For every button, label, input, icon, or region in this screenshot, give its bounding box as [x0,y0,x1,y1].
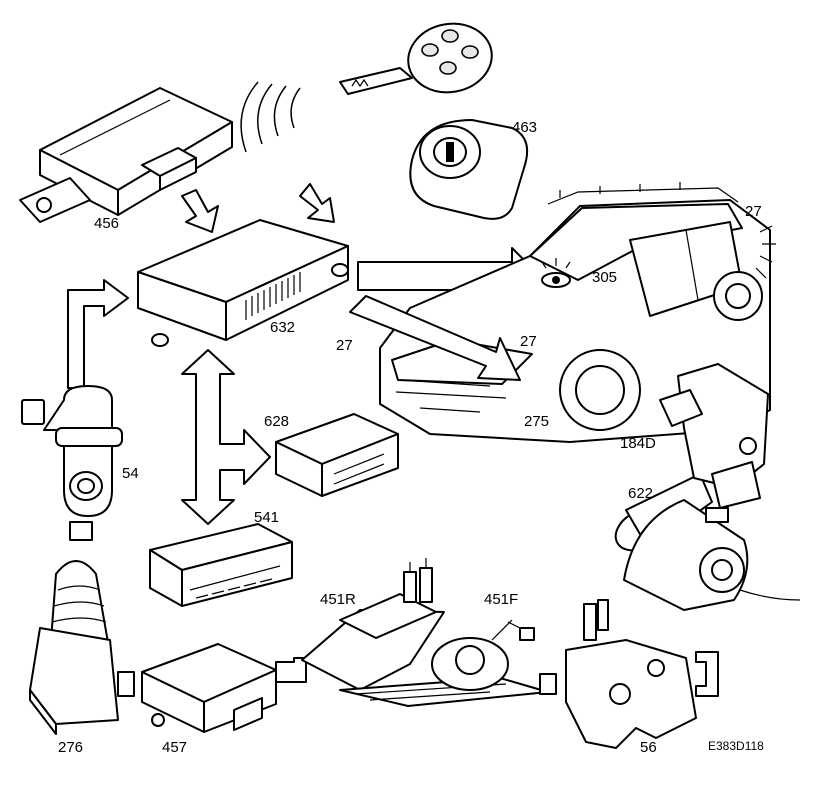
radio-waves [240,81,301,153]
label-451r: 451R [320,591,356,608]
receiver-module-456 [19,87,233,223]
double-arrow-632-541-628 [181,349,271,525]
label-54: 54 [122,465,139,482]
label-184d: 184D [620,435,656,452]
label-622: 622 [628,485,654,502]
drawing-code: E383D118 [708,739,764,753]
key-fob [339,22,493,95]
label-27-rear: 27 [745,203,762,220]
gear-lever-276 [29,560,119,735]
lock-56 [565,599,697,749]
sensor-451r [301,558,549,707]
display-unit-541 [149,523,293,607]
label-457: 457 [162,739,188,756]
label-27-front: 27 [336,337,353,354]
module-628 [275,413,399,497]
arrow-54-to-632 [67,279,129,389]
connector-276-457 [117,671,135,697]
label-56: 56 [640,739,657,756]
label-305: 305 [592,269,618,286]
arrow-to-hood-sensor [349,295,521,381]
connector-457-451r [275,657,307,683]
label-451f: 451F [484,591,519,608]
label-541: 541 [254,509,280,526]
label-456: 456 [94,215,120,232]
label-632: 632 [270,319,296,336]
module-457 [141,643,277,733]
switch-54 [21,385,123,517]
connector-56-622 [695,651,719,697]
ignition-lock-463 [409,119,528,220]
label-27-hood: 27 [520,333,537,350]
arrow-456-to-632 [181,189,219,233]
connector-451f-56 [539,673,557,695]
label-275: 275 [524,413,550,430]
car-illustration [379,182,776,443]
label-463: 463 [512,119,538,136]
hood-switch-184d [659,363,769,509]
control-module-632 [137,219,349,347]
actuator-622 [614,473,801,611]
label-628: 628 [264,413,290,430]
arrow-463-to-632 [299,183,335,223]
sensor-451f [431,619,535,691]
connector-184d-622 [705,507,729,523]
connector-54-276 [69,521,93,541]
label-276: 276 [58,739,84,756]
